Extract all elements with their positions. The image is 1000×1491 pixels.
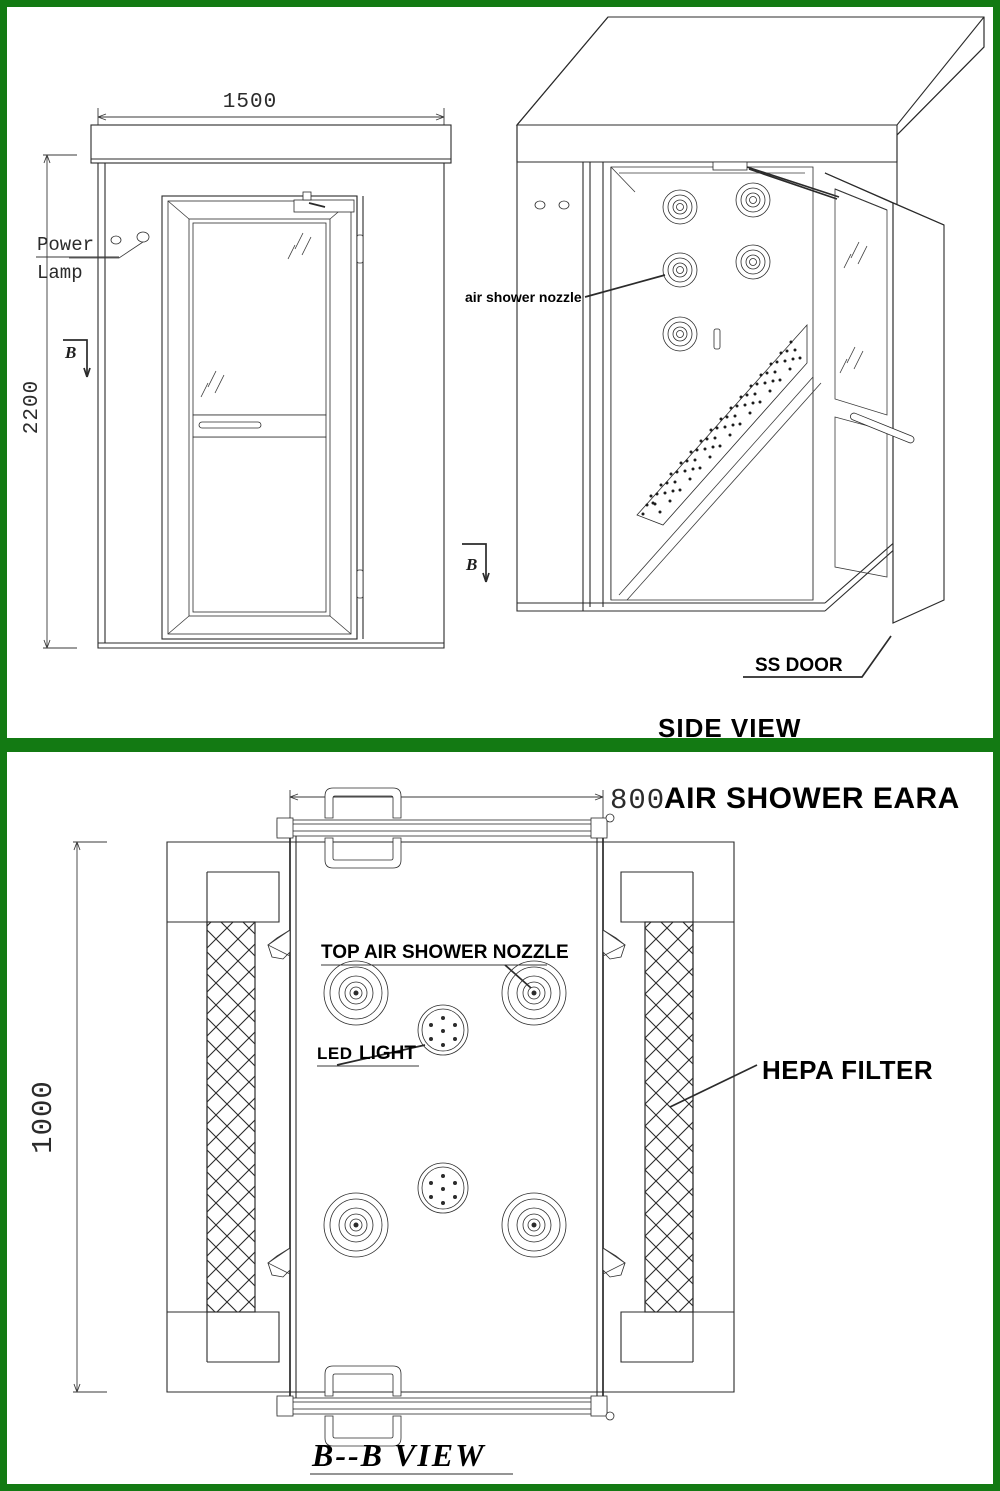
hepa-filter-leader bbox=[669, 1064, 758, 1108]
led-lights bbox=[417, 1004, 469, 1214]
led-light bbox=[417, 1004, 469, 1056]
front-door-hinge-strip bbox=[356, 196, 364, 639]
iso-interior-side-panel bbox=[618, 376, 822, 601]
nozzle bbox=[323, 1192, 389, 1258]
lamp-label: Lamp bbox=[37, 262, 83, 284]
iso-door-closer bbox=[712, 161, 840, 200]
hepa-filter-right bbox=[644, 921, 694, 1313]
front-door-glass bbox=[192, 222, 327, 613]
hex-latch bbox=[602, 1247, 626, 1278]
power-lamp-indicators bbox=[69, 231, 150, 259]
hepa-filter-label: HEPA FILTER bbox=[762, 1055, 933, 1085]
dimension-2200-label: 2200 bbox=[21, 380, 44, 434]
dimension-800-value: 800 bbox=[610, 784, 665, 817]
nozzle-leader bbox=[584, 274, 666, 298]
bb-door-top bbox=[276, 787, 615, 869]
dimension-800 bbox=[289, 790, 604, 818]
led-light bbox=[417, 1162, 469, 1214]
dimension-1000 bbox=[73, 841, 107, 1393]
led-label: LED bbox=[317, 1044, 353, 1063]
section-label-b-upper: B bbox=[64, 343, 76, 362]
section-label-b-lower: B bbox=[465, 555, 477, 574]
iso-panel-slot bbox=[713, 328, 721, 350]
section-mark-b-upper: B bbox=[63, 339, 91, 378]
nozzle bbox=[735, 244, 771, 280]
ss-door-label: SS DOOR bbox=[755, 655, 843, 676]
nozzle bbox=[662, 189, 698, 225]
front-door-closer bbox=[293, 191, 355, 213]
iso-air-shower-nozzles bbox=[662, 182, 771, 352]
nozzle bbox=[662, 316, 698, 352]
nozzle bbox=[662, 252, 698, 288]
led-light-leader bbox=[317, 1044, 426, 1067]
nozzle bbox=[323, 960, 389, 1026]
power-label: Power bbox=[37, 234, 94, 256]
bb-view-panel: TOP AIR SHOWER NOZZLE LED LIGHT HEPA FIL… bbox=[7, 752, 993, 1484]
dimension-2200 bbox=[43, 154, 77, 649]
section-mark-b-lower: B bbox=[462, 543, 490, 583]
side-view-drawing: Power Lamp B B bbox=[21, 16, 985, 738]
bb-view-title: B--B VIEW bbox=[311, 1437, 486, 1473]
air-shower-area-label: AIR SHOWER EARA bbox=[664, 782, 960, 815]
top-panel-frame bbox=[0, 0, 1000, 745]
iso-top-slab bbox=[515, 16, 985, 163]
front-cabinet-body bbox=[97, 163, 445, 649]
light-label: LIGHT bbox=[359, 1043, 416, 1064]
hex-latch bbox=[602, 929, 626, 960]
dimension-1500-label: 1500 bbox=[223, 91, 277, 114]
top-air-shower-nozzle-label: TOP AIR SHOWER NOZZLE bbox=[321, 942, 569, 963]
nozzle bbox=[501, 1192, 567, 1258]
iso-return-air-grille bbox=[636, 323, 808, 526]
side-view-panel: Power Lamp B B bbox=[7, 7, 993, 738]
top-nozzle-leader bbox=[321, 964, 547, 989]
power-lamp-label: Power Lamp bbox=[36, 234, 119, 284]
bottom-panel-frame bbox=[0, 745, 1000, 1491]
bb-view-title-group: B--B VIEW bbox=[310, 1437, 513, 1475]
hex-latch bbox=[267, 929, 291, 960]
iso-ss-door bbox=[824, 172, 945, 624]
front-top-cap bbox=[90, 124, 452, 164]
side-view-title: SIDE VIEW bbox=[658, 713, 801, 738]
hex-latch bbox=[267, 1247, 291, 1278]
bb-view-drawing: TOP AIR SHOWER NOZZLE LED LIGHT HEPA FIL… bbox=[27, 782, 960, 1475]
ss-door-leader bbox=[743, 635, 892, 678]
bb-door-bottom bbox=[276, 1365, 615, 1447]
air-shower-nozzle-label: air shower nozzle bbox=[465, 289, 582, 305]
bb-chamber bbox=[289, 830, 604, 1404]
latch-set bbox=[267, 929, 626, 1278]
iso-indicator-holes bbox=[534, 200, 570, 210]
bb-outer-shell bbox=[166, 841, 735, 1393]
nozzle bbox=[735, 182, 771, 218]
hepa-filter-left bbox=[206, 921, 256, 1313]
dimension-1000-label: 1000 bbox=[27, 1080, 60, 1154]
